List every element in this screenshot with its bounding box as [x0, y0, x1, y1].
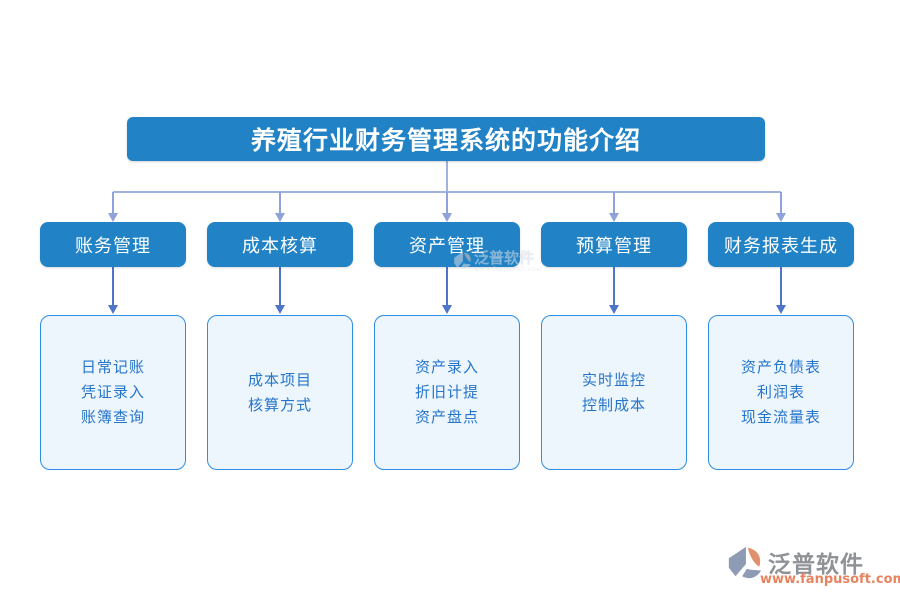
- feature-item: 控制成本: [581, 395, 646, 414]
- fanpu-logo-icon: [728, 546, 762, 579]
- fanpu-logo-url: www.fanpusoft.com: [760, 572, 900, 587]
- branch-box-financial-reporting: 财务报表生成: [708, 222, 854, 267]
- branch-box-cost-accounting: 成本核算: [207, 222, 353, 267]
- feature-item: 资产负债表: [740, 358, 821, 376]
- feature-item: 实时监控: [581, 370, 646, 389]
- detail-box-cost-accounting: 成本项目 核算方式: [207, 315, 353, 470]
- detail-box-asset-management: 资产录入 折旧计提 资产盘点: [374, 315, 520, 470]
- watermark-subtext: www.fanpusoft.com: [474, 266, 543, 273]
- feature-item: 折旧计提: [414, 383, 479, 401]
- fanpu-logo-name: 泛普软件: [768, 551, 864, 578]
- feature-item: 现金流量表: [740, 408, 821, 426]
- diagram-title: 养殖行业财务管理系统的功能介绍: [127, 117, 765, 161]
- feature-item: 成本项目: [247, 370, 312, 389]
- feature-item: 资产录入: [414, 358, 479, 376]
- detail-box-financial-reporting: 资产负债表 利润表 现金流量表: [708, 315, 854, 470]
- detail-box-budget-management: 实时监控 控制成本: [541, 315, 687, 470]
- fanpu-logo: 泛普软件 www.fanpusoft.com: [726, 544, 900, 588]
- feature-item: 凭证录入: [80, 383, 145, 401]
- branch-box-budget-management: 预算管理: [541, 222, 687, 267]
- feature-item: 资产盘点: [414, 408, 479, 426]
- feature-item: 日常记账: [80, 358, 145, 376]
- branch-box-asset-management: 资产管理: [374, 222, 520, 267]
- branch-box-account-management: 账务管理: [40, 222, 186, 267]
- feature-item: 核算方式: [247, 395, 312, 414]
- feature-item: 账簿查询: [80, 408, 145, 426]
- detail-box-account-management: 日常记账 凭证录入 账簿查询: [40, 315, 186, 470]
- feature-item: 利润表: [756, 383, 805, 401]
